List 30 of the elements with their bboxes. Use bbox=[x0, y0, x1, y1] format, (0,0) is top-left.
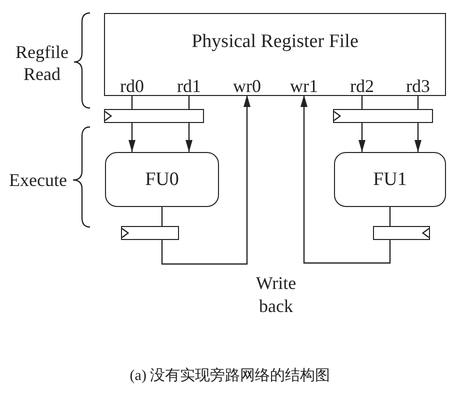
port-label: wr0 bbox=[233, 77, 261, 95]
pipeline-register bbox=[373, 226, 430, 240]
port-label: rd3 bbox=[406, 77, 430, 95]
connector-line bbox=[188, 95, 190, 109]
connector-line bbox=[389, 207, 391, 226]
port-label: rd2 bbox=[350, 77, 374, 95]
arrow bbox=[128, 123, 136, 152]
pipeline-register bbox=[121, 226, 179, 240]
arrow bbox=[300, 95, 391, 264]
register-file-title: Physical Register File bbox=[192, 31, 358, 53]
port-label: wr1 bbox=[290, 77, 318, 95]
connector-line bbox=[361, 95, 363, 109]
figure-caption: (a) 没有实现旁路网络的结构图 bbox=[130, 366, 330, 386]
connector-line bbox=[131, 95, 133, 109]
arrow bbox=[161, 95, 250, 265]
functional-unit-box: FU1 bbox=[334, 152, 446, 207]
functional-unit-box: FU0 bbox=[105, 152, 219, 207]
connector-line bbox=[161, 207, 163, 226]
arrow bbox=[358, 123, 366, 152]
port-label: rd1 bbox=[177, 77, 201, 95]
stage-label: Regfile Read bbox=[16, 41, 68, 85]
register-file-box bbox=[104, 13, 446, 96]
arrow bbox=[186, 123, 192, 152]
port-label: rd0 bbox=[120, 77, 144, 95]
stage-label: Write back bbox=[256, 272, 296, 318]
pipeline-register bbox=[104, 109, 204, 123]
connector-line bbox=[417, 95, 419, 109]
arrow bbox=[414, 123, 422, 152]
stage-label: Execute bbox=[9, 169, 67, 191]
pipeline-register bbox=[333, 109, 433, 123]
